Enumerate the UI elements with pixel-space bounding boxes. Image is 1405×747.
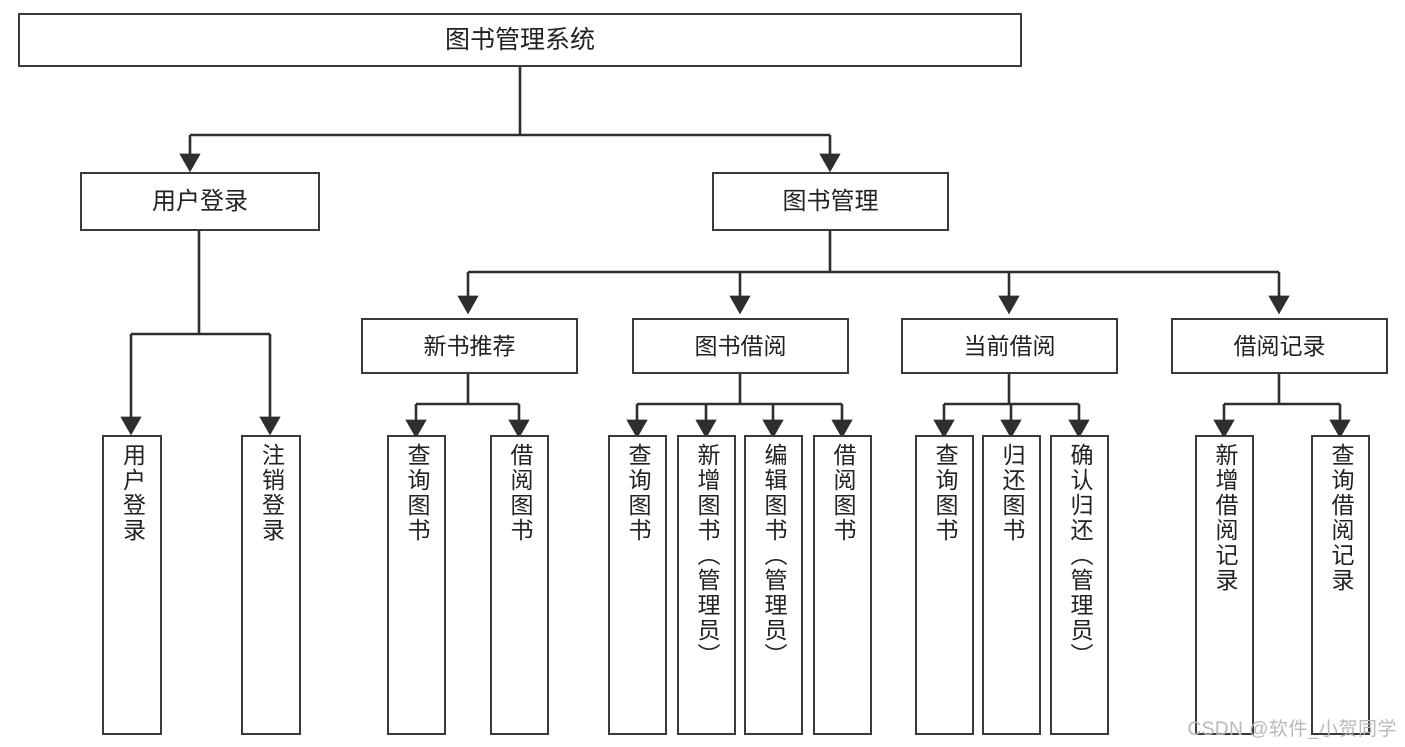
leaf-return-book[interactable]: 归还图书 [982,435,1041,735]
leaf-query-book-borrow[interactable]: 查询图书 [608,435,667,735]
node-label: 注销登录 [258,443,285,543]
leaf-add-book-admin[interactable]: 新增图书（管理员） [677,435,736,735]
node-label: 新增图书（管理员） [694,443,720,668]
leaf-query-borrow-record[interactable]: 查询借阅记录 [1311,435,1370,735]
node-label: 借阅图书 [830,443,856,543]
node-label: 当前借阅 [963,332,1056,359]
node-label: 图书借阅 [694,332,787,359]
node-label: 用户登录 [119,443,146,543]
csdn-watermark: CSDN @软件_小贺同学 [1187,719,1397,740]
node-current-borrow[interactable]: 当前借阅 [901,318,1118,374]
leaf-user-login[interactable]: 用户登录 [102,435,162,735]
node-new-book-recommend[interactable]: 新书推荐 [361,318,578,374]
node-user-login[interactable]: 用户登录 [80,172,320,231]
node-borrow-record[interactable]: 借阅记录 [1171,318,1388,374]
leaf-edit-book-admin[interactable]: 编辑图书（管理员） [744,435,803,735]
node-label: 查询借阅记录 [1328,443,1354,593]
node-label: 归还图书 [999,443,1025,543]
node-label: 用户登录 [152,187,248,215]
node-label: 查询图书 [404,443,430,543]
node-book-management[interactable]: 图书管理 [712,172,949,231]
leaf-confirm-return-admin[interactable]: 确认归还（管理员） [1050,435,1109,735]
leaf-logout-login[interactable]: 注销登录 [241,435,301,735]
node-label: 借阅记录 [1233,332,1326,359]
leaf-add-borrow-record[interactable]: 新增借阅记录 [1195,435,1254,735]
node-label: 新增借阅记录 [1212,443,1238,593]
node-root-book-management-system[interactable]: 图书管理系统 [18,13,1022,67]
node-label: 图书管理 [782,187,879,215]
node-label: 图书管理系统 [444,25,595,54]
node-label: 查询图书 [932,443,958,543]
node-book-borrow[interactable]: 图书借阅 [632,318,849,374]
leaf-borrow-book-recommend[interactable]: 借阅图书 [490,435,549,735]
leaf-query-book-current[interactable]: 查询图书 [915,435,974,735]
node-label: 新书推荐 [423,332,516,359]
leaf-borrow-book[interactable]: 借阅图书 [813,435,872,735]
node-label: 查询图书 [625,443,651,543]
node-label: 借阅图书 [507,443,533,543]
node-label: 确认归还（管理员） [1067,443,1093,668]
leaf-query-book-recommend[interactable]: 查询图书 [387,435,446,735]
node-label: 编辑图书（管理员） [761,443,787,668]
